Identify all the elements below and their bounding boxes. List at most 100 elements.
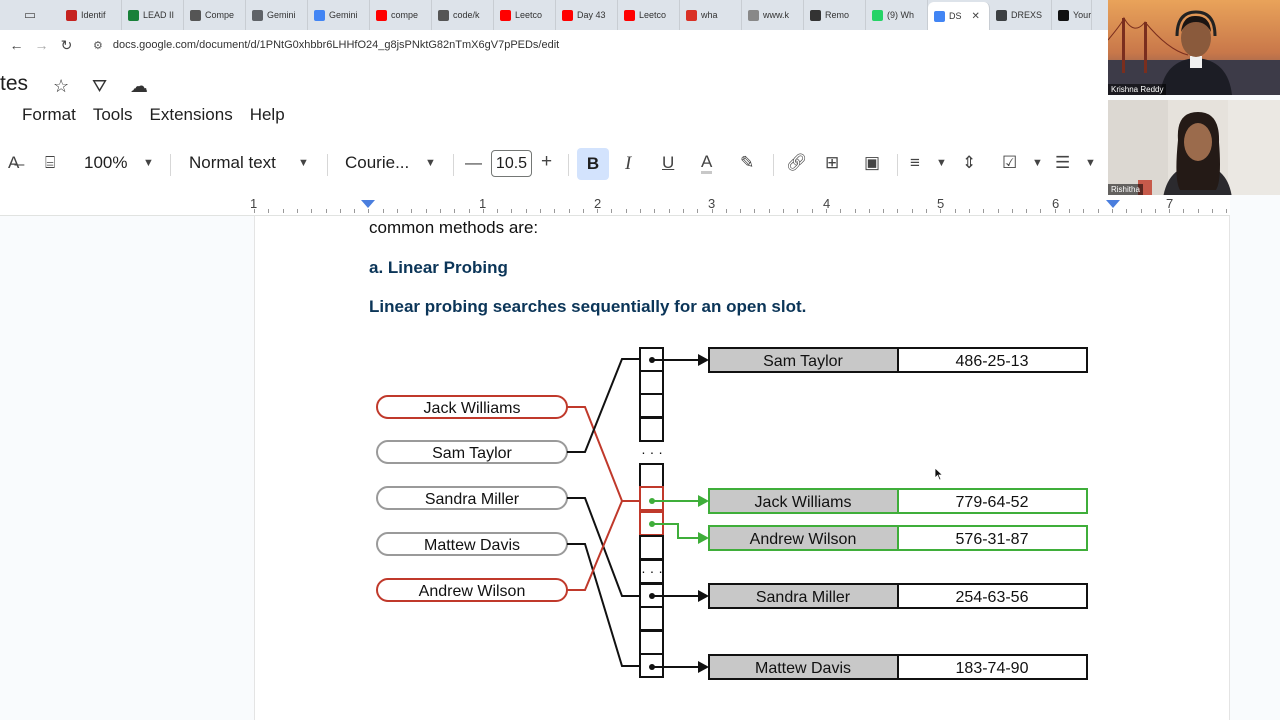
italic-icon[interactable]: I <box>625 153 632 174</box>
hash-bucket-cell <box>639 630 664 655</box>
bold-icon[interactable]: B <box>577 148 609 180</box>
back-arrow-icon[interactable]: ← <box>9 37 24 53</box>
ruler-tick <box>454 209 455 213</box>
text-color-icon[interactable]: A <box>701 153 713 174</box>
participant-video[interactable]: Krishna Reddy <box>1108 0 1280 95</box>
highlight-color-icon[interactable]: ✎ <box>740 153 755 172</box>
browser-tab[interactable]: Leetco <box>618 0 680 30</box>
browser-tab[interactable]: DS✕ <box>928 2 990 30</box>
zoom-dropdown-icon[interactable]: ▼ <box>143 157 154 169</box>
reload-icon[interactable]: ↻ <box>60 36 73 53</box>
ruler-tick <box>1040 209 1041 213</box>
star-icon[interactable]: ☆ <box>53 76 70 96</box>
entry-name-cell <box>708 488 899 514</box>
ruler-tick <box>783 209 784 213</box>
browser-tab[interactable]: wha <box>680 0 742 30</box>
ruler-tick <box>483 209 484 213</box>
close-tab-icon[interactable]: ✕ <box>971 10 980 22</box>
tab-label: Your <box>1073 10 1092 20</box>
ruler: 1 1 2 3 4 5 6 7 <box>0 188 1230 216</box>
ruler-tick <box>855 209 856 213</box>
ruler-tick <box>283 209 284 213</box>
cloud-saved-icon[interactable]: ☁ <box>130 76 148 96</box>
hash-bucket-cell <box>639 463 664 488</box>
align-dropdown-icon[interactable]: ▼ <box>936 157 947 169</box>
browser-tab[interactable]: Remo <box>804 0 866 30</box>
menu-bar: Format Tools Extensions Help <box>22 105 285 125</box>
ruler-tick <box>554 209 555 213</box>
align-icon[interactable]: ≡ <box>910 153 920 172</box>
zoom-select[interactable]: 100% <box>84 153 128 172</box>
ruler-tick <box>1055 209 1056 213</box>
address-bar[interactable]: docs.google.com/document/d/1PNtG0xhbbr6L… <box>112 39 560 51</box>
insert-link-icon[interactable]: 🔗︎ <box>786 153 808 172</box>
ruler-number: 4 <box>823 196 831 211</box>
paint-format-icon[interactable]: ⌸ <box>45 153 56 172</box>
left-indent-marker[interactable] <box>361 200 375 208</box>
font-select[interactable]: Courie... <box>345 153 410 172</box>
add-comment-icon[interactable]: ⊞ <box>825 153 840 172</box>
participant-video[interactable]: Rishitha <box>1108 100 1280 195</box>
browser-tab[interactable]: Your <box>1052 0 1092 30</box>
right-indent-marker[interactable] <box>1106 200 1120 208</box>
decrease-font-size-icon[interactable]: — <box>465 153 482 172</box>
tab-favicon-icon <box>934 10 945 22</box>
paragraph-style-select[interactable]: Normal text <box>189 153 276 172</box>
ruler-tick <box>1083 209 1084 213</box>
menu-format[interactable]: Format <box>22 105 76 124</box>
line-spacing-icon[interactable]: ⇕ <box>962 153 977 172</box>
checklist-dropdown-icon[interactable]: ▼ <box>1032 157 1043 169</box>
menu-help[interactable]: Help <box>249 105 285 124</box>
menu-tools[interactable]: Tools <box>92 105 133 124</box>
browser-tab[interactable]: Gemini <box>246 0 308 30</box>
browser-tab[interactable]: Identif <box>60 0 122 30</box>
tab-favicon-icon <box>810 9 821 21</box>
docs-header: tes ☆ ⛛ ☁ Format Tools Extensions Help <box>0 60 1110 140</box>
ruler-tick <box>411 209 412 213</box>
tab-label: compe <box>391 10 419 20</box>
browser-tab[interactable]: compe <box>370 0 432 30</box>
list-dropdown-icon[interactable]: ▼ <box>1085 157 1096 169</box>
tab-search-icon[interactable]: ▭ <box>23 7 37 22</box>
move-to-drive-icon[interactable]: ⛛ <box>92 76 108 96</box>
ruler-number: 2 <box>594 196 602 211</box>
formatting-toolbar: A̶ ⌸ 100% ▼ Normal text ▼ Courie... ▼ — … <box>0 140 1110 188</box>
browser-tab[interactable]: Gemini <box>308 0 370 30</box>
increase-font-size-icon[interactable]: + <box>541 151 553 172</box>
forward-arrow-icon[interactable]: → <box>34 37 49 53</box>
ruler-tick <box>1226 209 1227 213</box>
ruler-tick <box>540 209 541 213</box>
browser-tab[interactable]: DREXS <box>990 0 1052 30</box>
style-dropdown-icon[interactable]: ▼ <box>298 157 309 169</box>
spellcheck-icon[interactable]: A̶ <box>8 153 20 172</box>
ruler-tick <box>569 209 570 213</box>
bucket-pointer-arrowhead <box>698 354 709 366</box>
browser-tab[interactable]: Leetco <box>494 0 556 30</box>
ruler-tick <box>983 209 984 213</box>
browser-tab[interactable]: www.k <box>742 0 804 30</box>
bulleted-list-icon[interactable]: ☰ <box>1055 153 1071 172</box>
document-title[interactable]: tes <box>0 72 29 95</box>
ruler-tick <box>1155 209 1156 213</box>
tab-favicon-icon <box>314 9 325 21</box>
underline-icon[interactable]: U <box>662 153 675 172</box>
font-size-input[interactable]: 10.5 <box>491 150 532 177</box>
ruler-tick <box>311 209 312 213</box>
tab-label: code/k <box>453 10 480 20</box>
entry-value-cell <box>897 583 1088 609</box>
insert-image-icon[interactable]: ▣ <box>864 153 881 172</box>
browser-tab[interactable]: code/k <box>432 0 494 30</box>
browser-tab[interactable]: LEAD II <box>122 0 184 30</box>
browser-tab[interactable]: (9) Wh <box>866 0 928 30</box>
entry-value-cell <box>897 654 1088 680</box>
ruler-tick <box>426 209 427 213</box>
browser-tab[interactable]: Compe <box>184 0 246 30</box>
font-dropdown-icon[interactable]: ▼ <box>425 157 436 169</box>
browser-tab[interactable]: Day 43 <box>556 0 618 30</box>
checklist-icon[interactable]: ☑ <box>1002 153 1018 172</box>
site-info-icon[interactable]: ⚙ <box>93 39 103 52</box>
ruler-tick <box>640 209 641 213</box>
menu-extensions[interactable]: Extensions <box>149 105 233 124</box>
